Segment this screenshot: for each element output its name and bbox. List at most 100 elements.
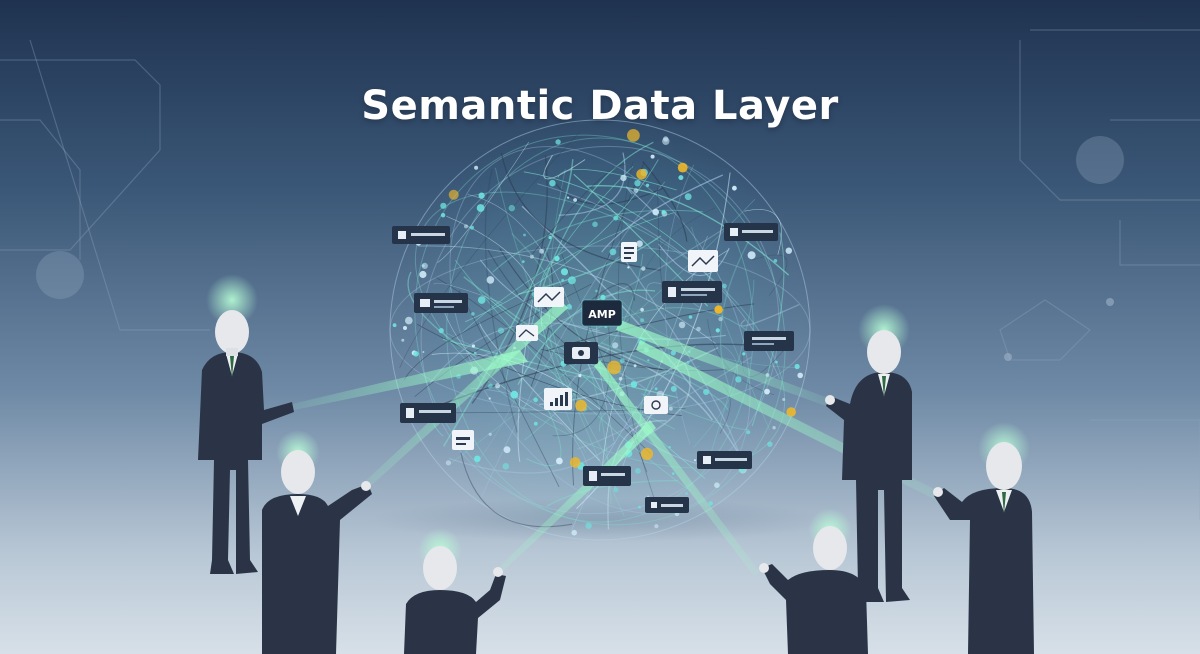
- info-chip: [583, 466, 631, 486]
- network-link: [572, 162, 645, 486]
- network-link: [484, 295, 706, 480]
- network-link: [546, 479, 678, 507]
- info-chip: [645, 497, 689, 513]
- network-node: [405, 316, 413, 325]
- network-node: [652, 208, 659, 216]
- sphere-nodes: [392, 129, 803, 536]
- network-link: [707, 279, 755, 464]
- network-link: [492, 209, 703, 273]
- network-node: [703, 389, 710, 395]
- network-node: [440, 202, 447, 209]
- network-link: [544, 284, 624, 484]
- network-node: [422, 351, 425, 353]
- network-link: [740, 303, 800, 327]
- network-node: [578, 374, 582, 378]
- info-chip: [392, 226, 450, 244]
- network-node: [595, 289, 598, 293]
- gold-node: [569, 457, 581, 468]
- network-node: [438, 328, 444, 334]
- network-node: [510, 390, 519, 399]
- network-link: [599, 408, 676, 432]
- network-link: [499, 248, 668, 371]
- image-card: [534, 287, 564, 307]
- network-link: [446, 332, 700, 380]
- network-link: [625, 186, 659, 217]
- network-link: [719, 227, 757, 389]
- network-link: [658, 243, 730, 276]
- network-node: [401, 338, 405, 342]
- network-node: [533, 397, 538, 403]
- gold-node: [575, 399, 587, 412]
- network-node: [633, 364, 637, 368]
- network-node: [413, 351, 419, 357]
- network-node: [502, 463, 510, 470]
- figure: [262, 430, 372, 654]
- network-node: [708, 501, 713, 506]
- info-chip: [662, 281, 722, 303]
- network-node: [630, 381, 638, 388]
- gold-node: [636, 169, 647, 180]
- network-node: [392, 323, 397, 328]
- network-node: [561, 278, 565, 282]
- gold-node: [677, 162, 688, 173]
- network-link: [642, 160, 688, 242]
- network-node: [650, 154, 655, 159]
- network-node: [488, 432, 492, 436]
- network-node: [486, 276, 495, 284]
- image-card: [516, 325, 538, 341]
- network-link: [433, 282, 503, 304]
- network-link: [437, 141, 530, 263]
- network-node: [497, 327, 505, 334]
- gold-node: [627, 129, 640, 142]
- network-link: [479, 259, 726, 340]
- network-node: [797, 372, 803, 379]
- network-node: [668, 446, 671, 449]
- network-link: [552, 327, 611, 437]
- network-node: [746, 430, 751, 435]
- network-node: [686, 361, 690, 364]
- network-node: [476, 204, 485, 212]
- network-node: [473, 351, 477, 355]
- network-node: [772, 426, 776, 430]
- network-node: [670, 350, 676, 356]
- network-node: [640, 318, 645, 323]
- network-link: [548, 168, 587, 453]
- network-node: [445, 460, 451, 466]
- network-node: [566, 304, 572, 310]
- network-link: [460, 452, 573, 528]
- gold-node: [607, 360, 621, 375]
- network-link: [600, 341, 729, 411]
- figure: [825, 304, 912, 602]
- network-node: [503, 446, 511, 454]
- network-node: [470, 225, 474, 230]
- network-node: [421, 262, 428, 269]
- network-link: [558, 152, 626, 216]
- info-chip: [400, 403, 456, 423]
- network-node: [633, 188, 639, 194]
- info-chip: [724, 223, 778, 241]
- network-link: [429, 322, 600, 384]
- network-node: [641, 266, 646, 271]
- network-node: [592, 221, 598, 228]
- sphere-outline: [389, 119, 811, 541]
- network-node: [668, 406, 673, 411]
- network-link: [454, 259, 691, 492]
- network-node: [523, 233, 526, 237]
- network-link: [589, 283, 636, 303]
- business-figures: [198, 274, 1034, 654]
- network-node: [715, 328, 720, 333]
- network-node: [471, 312, 475, 316]
- network-node: [645, 183, 650, 187]
- network-link: [521, 205, 746, 465]
- network-node: [654, 387, 658, 391]
- network-node: [556, 457, 563, 465]
- network-node: [619, 358, 625, 364]
- network-link: [561, 254, 648, 473]
- figure: [404, 528, 506, 654]
- network-node: [477, 296, 486, 304]
- chart-card: [544, 388, 572, 410]
- network-node: [419, 270, 427, 279]
- network-node: [488, 383, 493, 389]
